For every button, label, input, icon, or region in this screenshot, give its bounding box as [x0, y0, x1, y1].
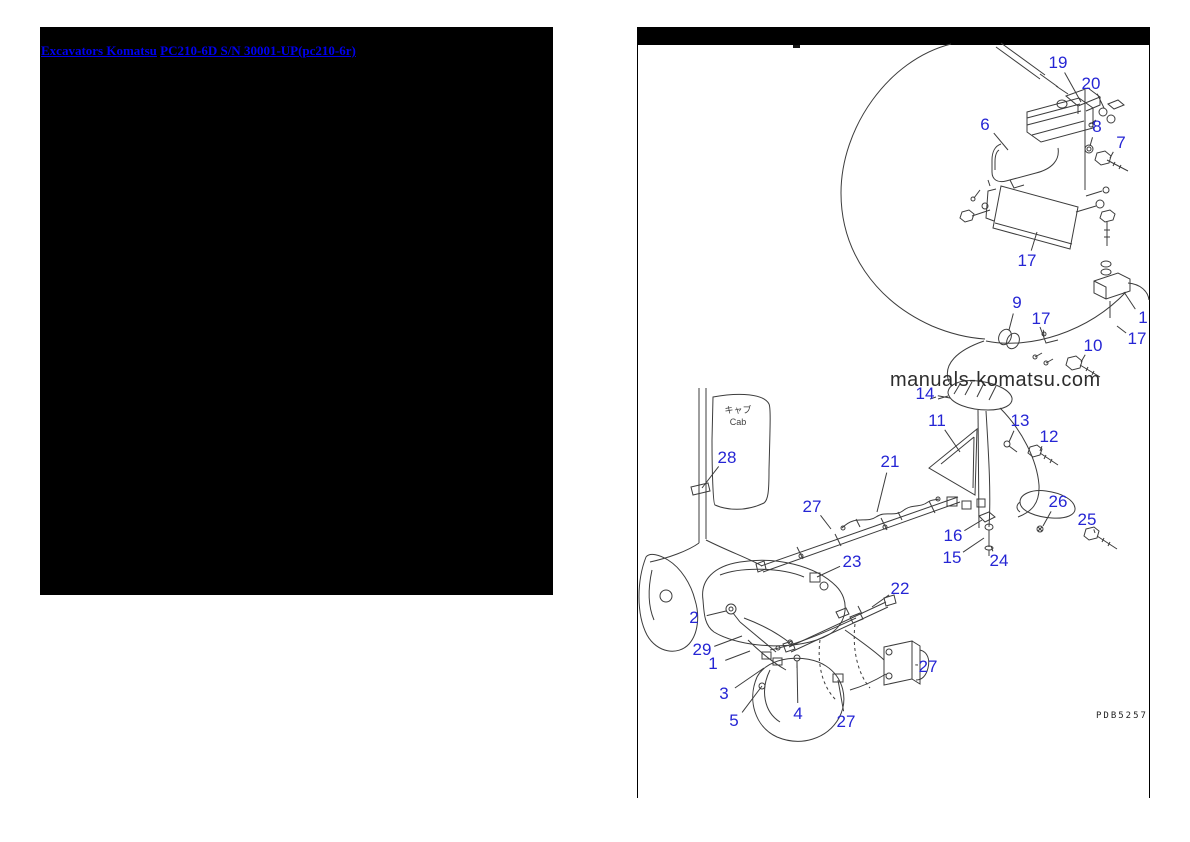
- callout-21: 21: [880, 452, 900, 471]
- callout-7: 7: [1116, 133, 1126, 152]
- watermark-text: manuals-komatsu.com: [890, 369, 1101, 391]
- callout-1: 1: [708, 654, 718, 673]
- callout-9: 9: [1012, 293, 1022, 312]
- callout-16: 16: [943, 526, 963, 545]
- callout-11: 11: [928, 411, 946, 430]
- cab-label-en: Cab: [729, 417, 747, 427]
- callout-19: 19: [1048, 53, 1068, 72]
- callout-25: 25: [1077, 510, 1097, 529]
- callout-4: 4: [793, 704, 803, 723]
- callout-15: 15: [942, 548, 962, 567]
- callout-2: 2: [689, 608, 699, 627]
- callout-17: 17: [1031, 309, 1051, 328]
- callout-20: 20: [1081, 74, 1101, 93]
- breadcrumb: Excavators Komatsu PC210-6D S/N 30001-UP…: [41, 43, 356, 59]
- callout-27: 27: [802, 497, 822, 516]
- callout-23: 23: [842, 552, 862, 571]
- callout-3: 3: [719, 684, 729, 703]
- callout-12: 12: [1039, 427, 1059, 446]
- diagram-topbar-tick: [793, 45, 800, 48]
- callout-28: 28: [717, 448, 737, 467]
- callout-8: 8: [1092, 117, 1102, 136]
- cab-label: キャブ Cab: [716, 404, 760, 428]
- drawing-code: PDB5257: [1096, 711, 1148, 721]
- breadcrumb-link-model[interactable]: PC210-6D S/N 30001-UP(pc210-6r): [160, 43, 356, 58]
- cab-label-jp: キャブ: [724, 405, 752, 415]
- left-black-panel: [40, 27, 553, 595]
- callout-13: 13: [1010, 411, 1030, 430]
- callout-24: 24: [989, 551, 1009, 570]
- callout-1: 1: [1138, 308, 1148, 327]
- diagram-panel: [637, 27, 1150, 798]
- diagram-panel-topbar: [638, 27, 1149, 45]
- callout-5: 5: [729, 711, 739, 730]
- callout-17: 17: [1127, 329, 1147, 348]
- callout-26: 26: [1048, 492, 1068, 511]
- callout-6: 6: [980, 115, 990, 134]
- callout-27: 27: [836, 712, 856, 731]
- callout-14: 14: [915, 384, 935, 403]
- callout-27: 27: [918, 657, 938, 676]
- callout-22: 22: [890, 579, 910, 598]
- callout-17: 17: [1017, 251, 1037, 270]
- callout-10: 10: [1083, 336, 1103, 355]
- breadcrumb-link-category[interactable]: Excavators Komatsu: [41, 43, 157, 58]
